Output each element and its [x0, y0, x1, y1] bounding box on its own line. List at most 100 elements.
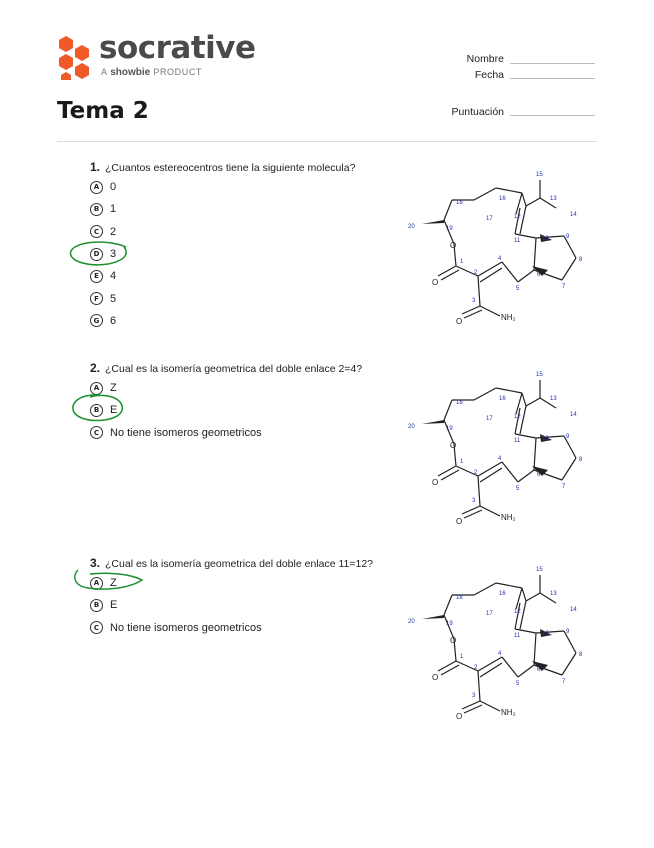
svg-text:8: 8: [579, 652, 583, 658]
score-label: Puntuación: [451, 106, 504, 118]
svg-text:1: 1: [460, 459, 464, 465]
socrative-logo: socrative A showbie PRODUCT: [57, 30, 257, 84]
svg-text:16: 16: [499, 196, 506, 202]
svg-text:17: 17: [486, 611, 493, 617]
svg-text:14: 14: [570, 607, 577, 613]
score-line: [510, 115, 595, 116]
svg-text:14: 14: [570, 412, 577, 418]
hexagon-cluster-icon: [59, 36, 89, 80]
choice-bubble[interactable]: A: [90, 576, 103, 590]
date-label: Fecha: [474, 69, 504, 81]
svg-text:15: 15: [536, 567, 543, 573]
svg-text:20: 20: [408, 224, 415, 230]
svg-text:10: 10: [542, 236, 549, 242]
svg-text:5: 5: [516, 486, 520, 492]
svg-text:18: 18: [456, 200, 463, 206]
svg-text:12: 12: [514, 414, 521, 420]
svg-text:14: 14: [570, 212, 577, 218]
molecule-diagram-1: 15 13 14 16 12 18 17 20 19 11 10 8 9 1 4…: [404, 158, 604, 333]
svg-text:6: 6: [537, 667, 541, 673]
svg-text:O: O: [432, 278, 438, 287]
choice-bubble[interactable]: B: [90, 598, 103, 612]
svg-text:2: 2: [474, 470, 478, 476]
choice-bubble[interactable]: A: [90, 381, 103, 395]
name-label: Nombre: [466, 53, 504, 65]
choice-bubble[interactable]: E: [90, 269, 103, 283]
choice-bubble[interactable]: B: [90, 202, 103, 216]
choice-bubble[interactable]: C: [90, 426, 103, 440]
svg-text:O: O: [456, 712, 462, 721]
svg-text:8: 8: [579, 257, 583, 263]
svg-text:11: 11: [514, 238, 521, 244]
svg-text:3: 3: [472, 498, 476, 504]
svg-text:19: 19: [446, 226, 453, 232]
svg-text:O: O: [450, 441, 456, 450]
svg-text:NH₂: NH₂: [501, 708, 516, 717]
question-text: 1.¿Cuantos estereocentros tiene la sigui…: [90, 160, 356, 174]
svg-text:20: 20: [408, 619, 415, 625]
name-line: [510, 63, 595, 64]
svg-text:6: 6: [537, 272, 541, 278]
svg-text:1: 1: [460, 259, 464, 265]
brand-tagline: A showbie PRODUCT: [101, 67, 203, 78]
svg-text:15: 15: [536, 372, 543, 378]
svg-text:O: O: [450, 636, 456, 645]
svg-text:11: 11: [514, 633, 521, 639]
svg-text:2: 2: [474, 665, 478, 671]
svg-text:13: 13: [550, 196, 557, 202]
molecule-structure: 15 13 14 16 12 18 17 20 19 11 10 8 9 1 4…: [408, 567, 583, 721]
svg-text:3: 3: [472, 298, 476, 304]
choice-bubble[interactable]: F: [90, 292, 103, 306]
choice-bubble[interactable]: C: [90, 225, 103, 239]
question-2: 2.¿Cual es la isomería geometrica del do…: [72, 361, 410, 444]
svg-text:7: 7: [562, 284, 566, 290]
choice-bubble[interactable]: B: [90, 403, 103, 417]
svg-text:17: 17: [486, 216, 493, 222]
choice-bubble[interactable]: A: [90, 180, 103, 194]
svg-text:NH₂: NH₂: [501, 313, 516, 322]
svg-text:O: O: [456, 317, 462, 326]
svg-text:13: 13: [550, 591, 557, 597]
svg-text:17: 17: [486, 416, 493, 422]
svg-text:4: 4: [498, 456, 502, 462]
choice-bubble[interactable]: G: [90, 314, 103, 328]
svg-text:6: 6: [537, 472, 541, 478]
svg-text:9: 9: [566, 629, 570, 635]
svg-text:16: 16: [499, 396, 506, 402]
svg-text:15: 15: [536, 172, 543, 178]
question-text: 2.¿Cual es la isomería geometrica del do…: [90, 361, 363, 375]
brand-name: socrative: [99, 30, 256, 66]
svg-text:11: 11: [514, 438, 521, 444]
svg-text:18: 18: [456, 595, 463, 601]
svg-text:8: 8: [579, 457, 583, 463]
molecule-structure: 15 13 14 16 12 18 17 20 19 11 10 8 9 1 4…: [408, 372, 583, 526]
svg-text:3: 3: [472, 693, 476, 699]
molecule-structure: 15 13 14 16 12 18 17 20 19 11 10 8 9 1 4…: [408, 172, 583, 326]
svg-text:4: 4: [498, 651, 502, 657]
svg-text:20: 20: [408, 424, 415, 430]
svg-text:O: O: [432, 478, 438, 487]
molecule-diagram-2: 15 13 14 16 12 18 17 20 19 11 10 8 9 1 4…: [404, 358, 604, 533]
svg-text:9: 9: [566, 434, 570, 440]
choice-bubble[interactable]: C: [90, 621, 103, 635]
molecule-diagram-3: 15 13 14 16 12 18 17 20 19 11 10 8 9 1 4…: [404, 553, 604, 728]
question-3: 3.¿Cual es la isomería geometrica del do…: [74, 556, 410, 639]
svg-text:4: 4: [498, 256, 502, 262]
svg-text:NH₂: NH₂: [501, 513, 516, 522]
svg-text:5: 5: [516, 286, 520, 292]
choice-bubble[interactable]: D: [90, 247, 103, 261]
svg-text:9: 9: [566, 234, 570, 240]
